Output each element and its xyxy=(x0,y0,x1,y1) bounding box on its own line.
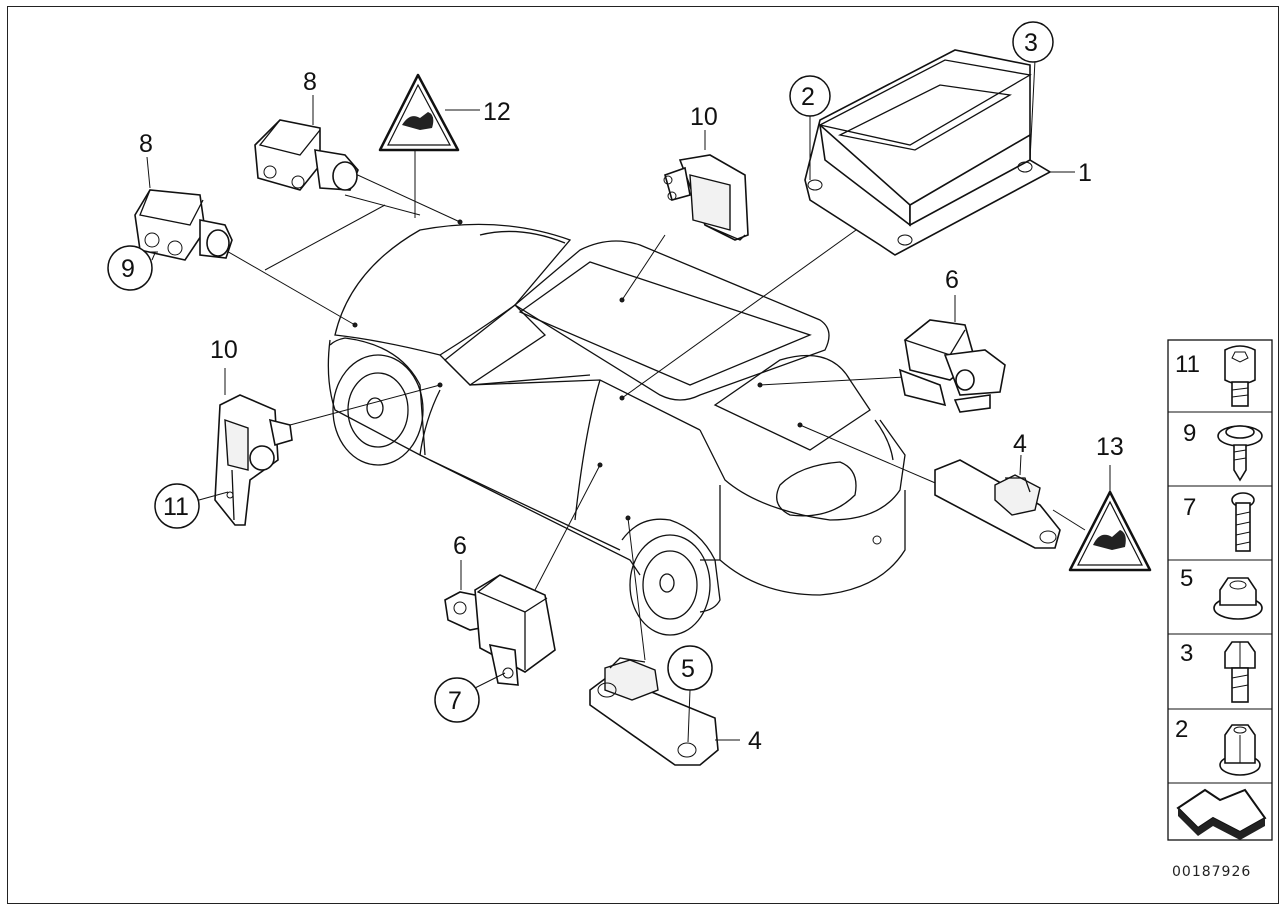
callout-3: 3 xyxy=(1024,29,1038,57)
car-illustration xyxy=(327,219,906,636)
side-panel-label-3: 3 xyxy=(1180,640,1193,667)
callout-1: 1 xyxy=(1078,159,1092,187)
side-panel-label-2: 2 xyxy=(1175,716,1188,743)
warning-label-12 xyxy=(378,73,480,152)
callout-13: 13 xyxy=(1096,433,1124,461)
sensor-8-upper xyxy=(254,95,359,191)
sensor-10-upper xyxy=(663,130,749,241)
callout-8-left: 8 xyxy=(139,130,153,158)
hardware-side-panel: 11 9 7 5 xyxy=(1167,339,1273,841)
sensor-6-lower xyxy=(444,560,556,686)
callout-5: 5 xyxy=(681,655,695,683)
leader-lines xyxy=(224,150,1086,661)
hex-bolt-icon xyxy=(1224,641,1256,703)
sensor-6-right xyxy=(898,295,1006,413)
callout-4-lower: 4 xyxy=(748,727,762,755)
warning-label-13 xyxy=(1068,465,1152,572)
sensor-4-lower xyxy=(589,657,740,766)
callout-11: 11 xyxy=(163,493,189,521)
socket-screw-icon xyxy=(1224,345,1256,407)
direction-arrow-icon xyxy=(1176,788,1267,840)
callout-6-lower: 6 xyxy=(453,532,467,560)
callout-7: 7 xyxy=(448,687,462,715)
sensor-10-left xyxy=(214,368,293,526)
bolt-icon xyxy=(1231,492,1255,552)
cap-nut-icon xyxy=(1219,724,1261,776)
callout-9: 9 xyxy=(121,255,135,283)
callout-2: 2 xyxy=(801,83,815,111)
flange-nut-icon xyxy=(1213,577,1263,620)
callouts: 1 2 3 4 4 5 6 6 7 8 8 9 10 10 11 12 13 xyxy=(107,21,1124,755)
side-panel-label-5: 5 xyxy=(1180,565,1193,592)
side-panel-label-9: 9 xyxy=(1183,420,1196,447)
airbag-control-unit xyxy=(804,49,1075,256)
callout-6-right: 6 xyxy=(945,266,959,294)
side-panel-label-7: 7 xyxy=(1183,494,1196,521)
sensor-4-right xyxy=(934,454,1061,549)
diagram-reference-number: 00187926 xyxy=(1172,864,1251,880)
callout-8-upper: 8 xyxy=(303,68,317,96)
side-panel-label-11: 11 xyxy=(1175,351,1200,378)
callout-4-right: 4 xyxy=(1013,430,1027,458)
diagram-frame xyxy=(7,6,1279,904)
sensor-8-left xyxy=(134,156,233,261)
callout-10-upper: 10 xyxy=(690,103,718,131)
callout-12: 12 xyxy=(483,98,511,126)
callout-10-left: 10 xyxy=(210,336,238,364)
washer-screw-icon xyxy=(1217,425,1263,482)
